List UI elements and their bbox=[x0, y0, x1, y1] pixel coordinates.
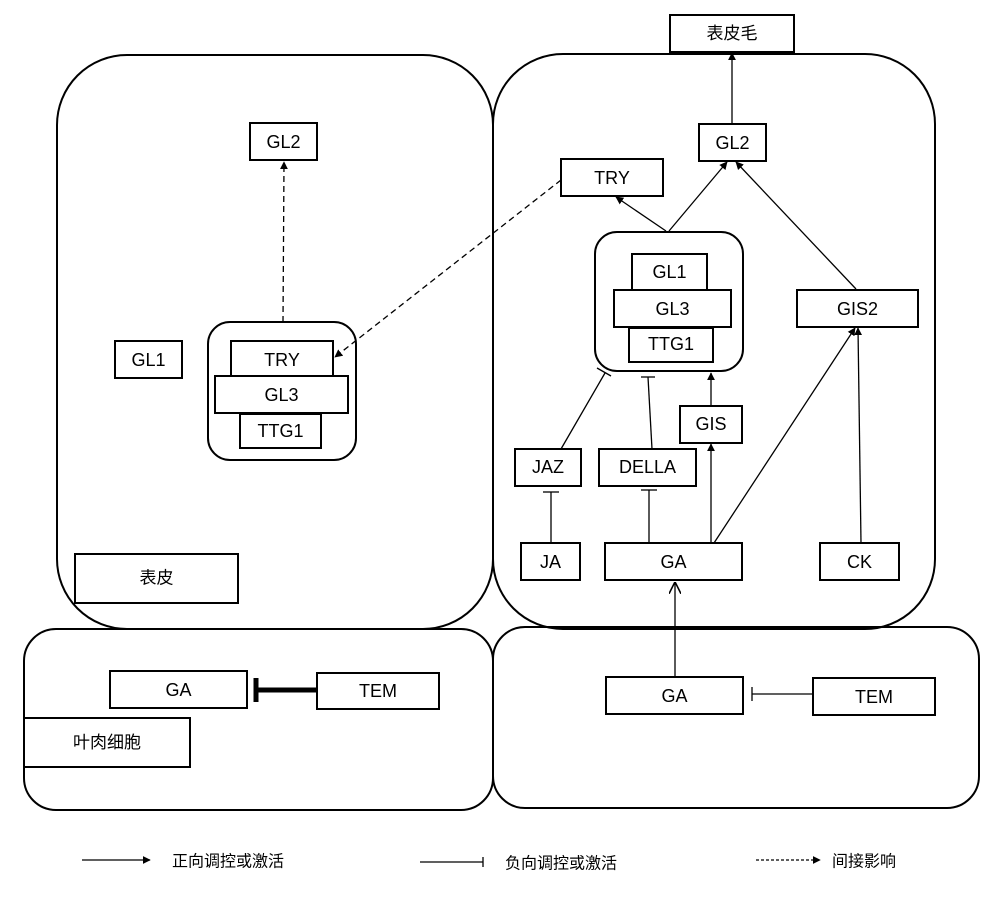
left-complex-try-label: TRY bbox=[264, 350, 300, 370]
gis2-label: GIS2 bbox=[837, 299, 878, 319]
inhibit-bar-jaz bbox=[596, 367, 612, 377]
legend-indirect: 间接影响 bbox=[756, 852, 896, 871]
right-try-node: TRY bbox=[560, 158, 664, 197]
gis-label: GIS bbox=[695, 414, 726, 434]
left-complex-ttg1-label: TTG1 bbox=[257, 421, 303, 441]
left-complex-border bbox=[207, 321, 357, 461]
right-mesophyll-cell bbox=[492, 626, 980, 809]
ja-node: JA bbox=[520, 542, 581, 581]
edge-ck-to-gis2 bbox=[854, 327, 863, 544]
right-ga-node: GA bbox=[604, 542, 743, 581]
edge-left-complex-to-gl2 bbox=[279, 161, 288, 323]
edge-della-inhibits-complex bbox=[647, 376, 653, 450]
left-mesophyll-ga-label: GA bbox=[165, 680, 191, 700]
right-epidermis-cell bbox=[492, 53, 936, 630]
mesophyll-label: 叶肉细胞 bbox=[73, 733, 141, 753]
trichome-label: 表皮毛 bbox=[707, 24, 758, 44]
edge-gis2-to-gl2 bbox=[735, 161, 857, 290]
legend: 正向调控或激活 负向调控或激活 间接影响 bbox=[82, 852, 896, 873]
left-mesophyll-tem-node: TEM bbox=[316, 672, 440, 710]
mesophyll-label-box: 叶肉细胞 bbox=[23, 717, 191, 768]
legend-negative-label: 负向调控或激活 bbox=[505, 854, 617, 873]
della-node: DELLA bbox=[598, 448, 697, 487]
edge-ga-to-gis2 bbox=[713, 327, 856, 544]
trichome-node: 表皮毛 bbox=[669, 14, 795, 53]
right-mesophyll-tem-label: TEM bbox=[855, 687, 893, 707]
right-gl2-node: GL2 bbox=[698, 123, 767, 162]
right-complex-gl3-label: GL3 bbox=[655, 299, 689, 319]
left-mesophyll-tem-label: TEM bbox=[359, 681, 397, 701]
right-complex-ttg1-label: TTG1 bbox=[648, 334, 694, 354]
gis-node: GIS bbox=[679, 405, 743, 444]
right-mesophyll-ga-label: GA bbox=[661, 686, 687, 706]
right-complex-border bbox=[594, 231, 744, 372]
right-gl2-label: GL2 bbox=[715, 133, 749, 153]
legend-positive-label: 正向调控或激活 bbox=[172, 852, 284, 871]
right-complex-gl1-label: GL1 bbox=[652, 262, 686, 282]
left-gl1-node: GL1 bbox=[114, 340, 183, 379]
epidermis-label: 表皮 bbox=[140, 569, 174, 589]
left-gl2-node: GL2 bbox=[249, 122, 318, 161]
right-try-label: TRY bbox=[594, 168, 630, 188]
edge-right-try-to-left-try bbox=[334, 179, 562, 358]
jaz-node: JAZ bbox=[514, 448, 582, 487]
legend-positive: 正向调控或激活 bbox=[82, 852, 284, 871]
gis2-node: GIS2 bbox=[796, 289, 919, 328]
left-complex-gl3-label: GL3 bbox=[264, 385, 298, 405]
ja-label: JA bbox=[540, 552, 561, 572]
left-mesophyll-ga-node: GA bbox=[109, 670, 248, 709]
edge-complex-to-gl2 bbox=[668, 161, 728, 232]
ck-node: CK bbox=[819, 542, 900, 581]
right-complex: GL1 GL3 TTG1 bbox=[594, 231, 744, 372]
jaz-label: JAZ bbox=[532, 457, 564, 477]
right-mesophyll-ga-node: GA bbox=[605, 676, 744, 715]
edge-complex-to-try bbox=[615, 196, 667, 232]
left-complex: TRY GL3 TTG1 bbox=[207, 321, 357, 461]
left-gl1-label: GL1 bbox=[131, 350, 165, 370]
edge-jaz-inhibits-complex bbox=[560, 372, 606, 450]
right-mesophyll-tem-node: TEM bbox=[812, 677, 936, 716]
legend-negative: 负向调控或激活 bbox=[420, 854, 617, 873]
left-gl2-label: GL2 bbox=[266, 132, 300, 152]
legend-indirect-label: 间接影响 bbox=[832, 852, 896, 871]
della-label: DELLA bbox=[619, 457, 676, 477]
epidermis-label-box: 表皮 bbox=[74, 553, 239, 604]
ck-label: CK bbox=[847, 552, 872, 572]
right-ga-label: GA bbox=[660, 552, 686, 572]
